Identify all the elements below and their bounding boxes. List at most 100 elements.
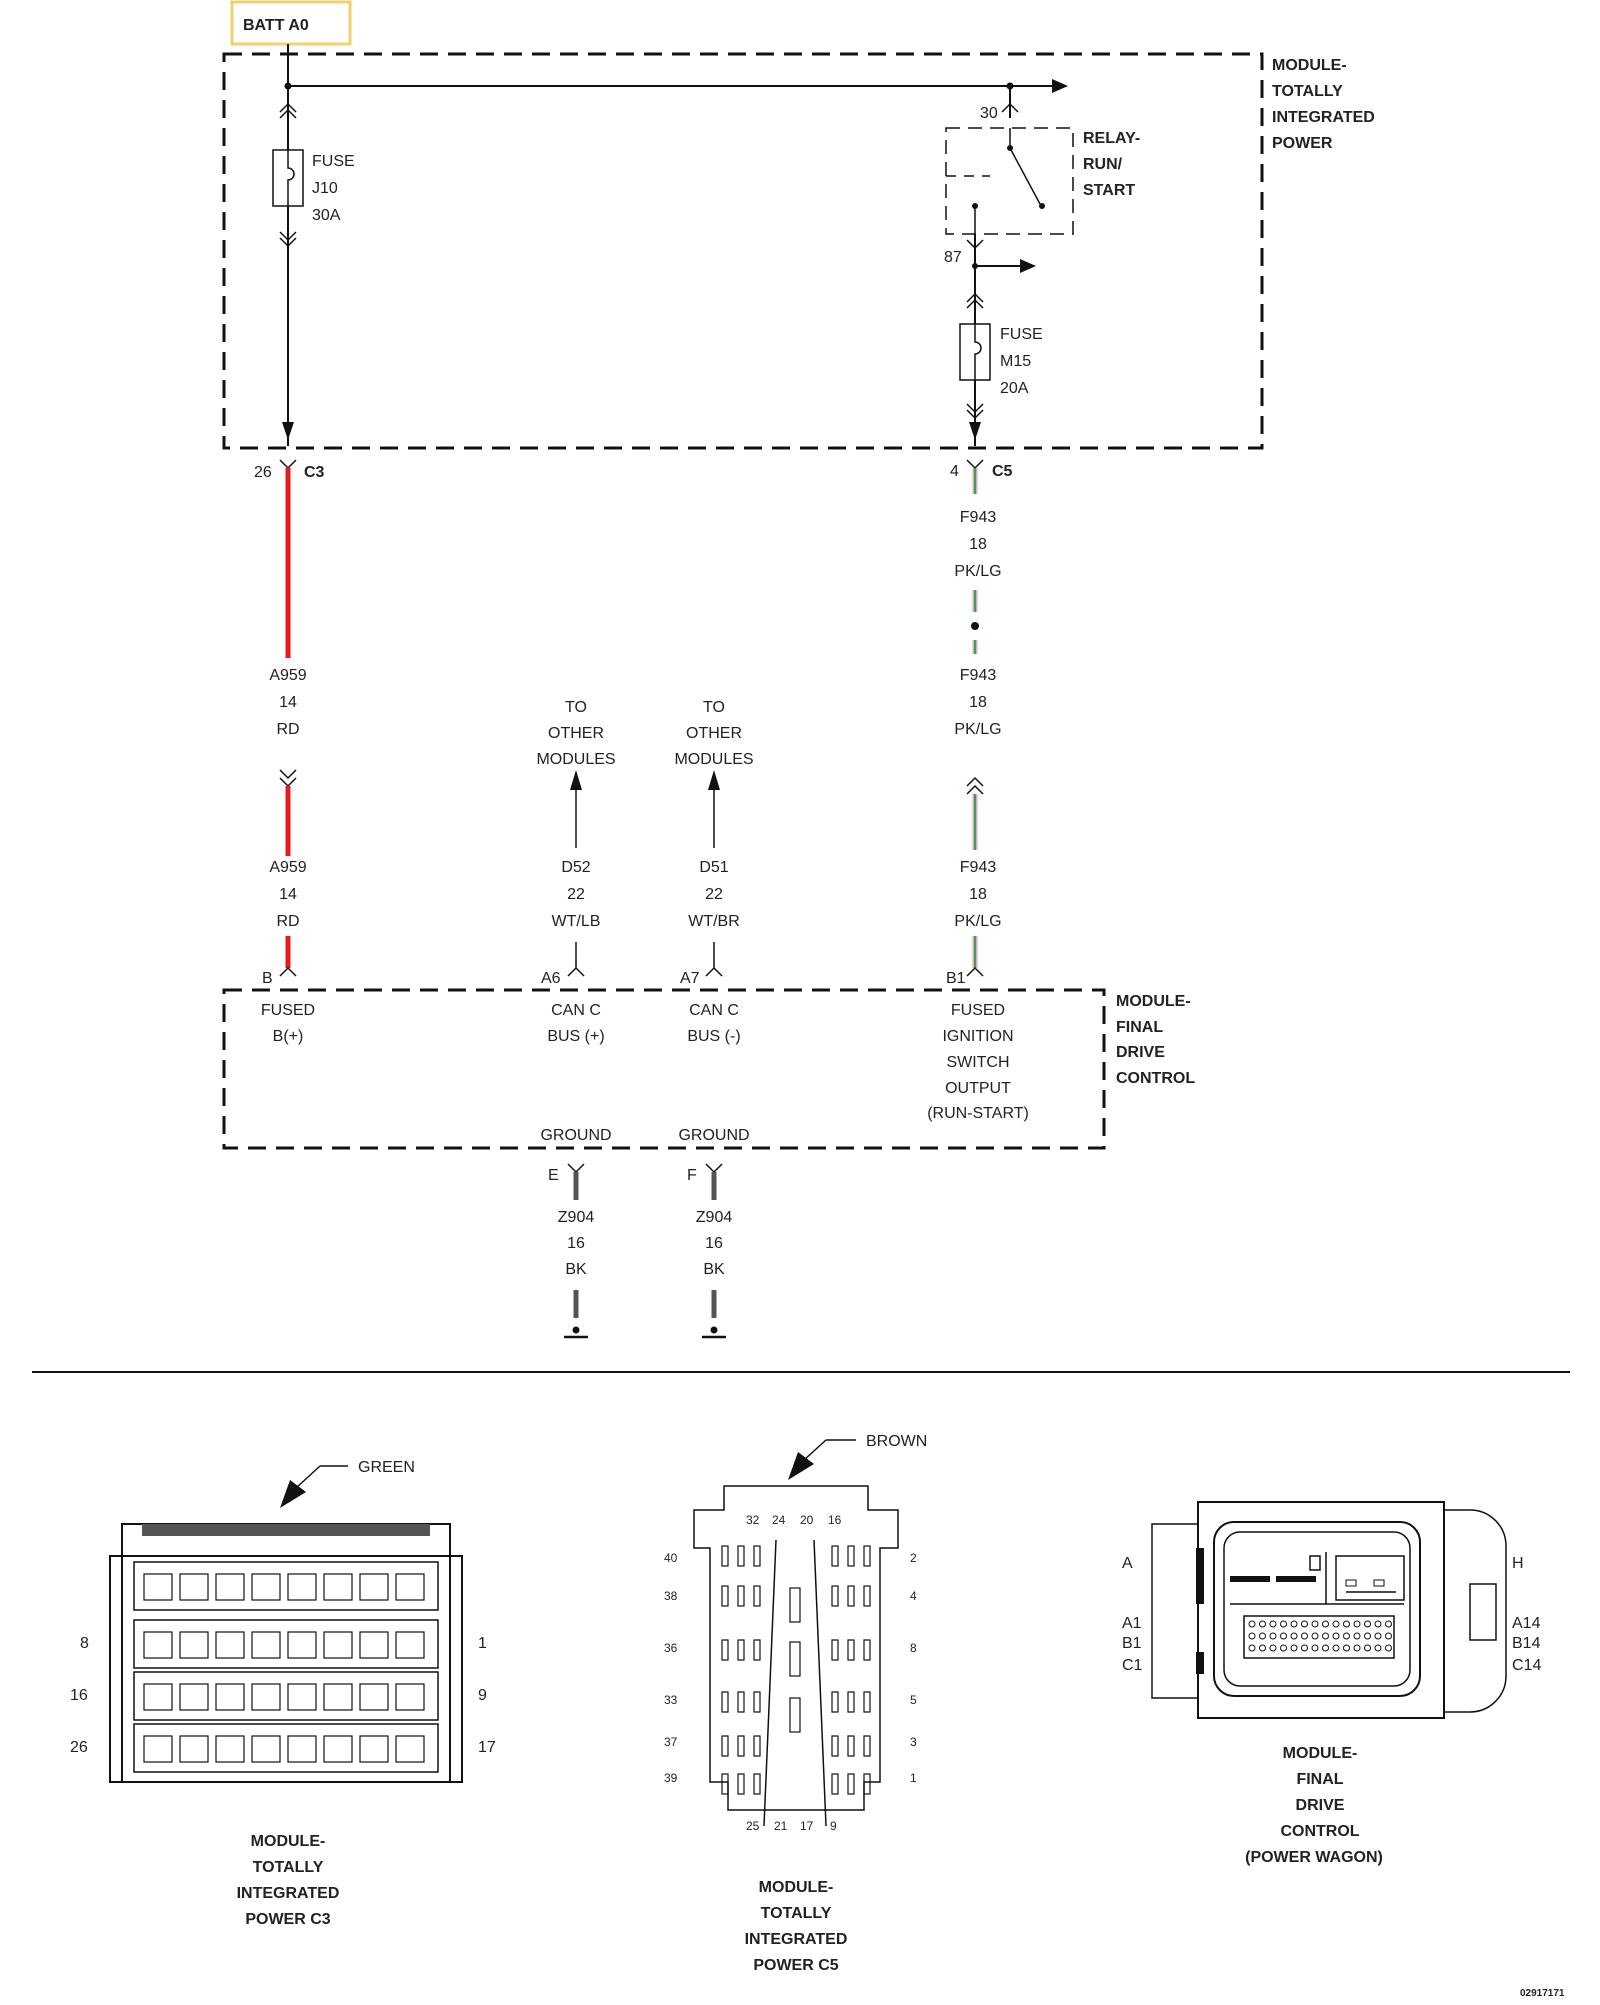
- wire-d52-label: D52 22 WT/LB: [552, 859, 601, 930]
- fdc-pin-b: B FUSED B(+): [261, 970, 315, 1045]
- relay-run-start: [945, 127, 1074, 235]
- svg-text:36: 36: [664, 1641, 678, 1655]
- svg-text:TOTALLY: TOTALLY: [253, 1859, 324, 1876]
- svg-text:FINAL: FINAL: [1116, 1019, 1163, 1036]
- svg-text:RD: RD: [276, 913, 299, 930]
- svg-text:MODULE-: MODULE-: [1283, 1745, 1358, 1762]
- svg-text:A7: A7: [680, 970, 700, 987]
- svg-text:8: 8: [910, 1641, 917, 1655]
- svg-text:A: A: [1122, 1555, 1133, 1572]
- svg-text:START: START: [1083, 182, 1135, 199]
- fdc-pin-a7: A7 CAN C BUS (-): [680, 970, 741, 1045]
- fuse-j10-label: FUSE J10 30A: [312, 153, 355, 224]
- svg-text:TOTALLY: TOTALLY: [1272, 83, 1343, 100]
- svg-text:PK/LG: PK/LG: [954, 721, 1001, 738]
- svg-text:FUSED: FUSED: [951, 1002, 1005, 1019]
- svg-text:BUS (-): BUS (-): [687, 1028, 740, 1045]
- svg-text:B: B: [262, 970, 273, 987]
- fdc-module-label: MODULE- FINAL DRIVE CONTROL: [1116, 993, 1195, 1087]
- svg-text:IGNITION: IGNITION: [942, 1028, 1013, 1045]
- connector-c3: 26 C3: [254, 459, 325, 481]
- svg-text:GROUND: GROUND: [540, 1127, 611, 1144]
- svg-text:5: 5: [910, 1693, 917, 1707]
- svg-text:9: 9: [478, 1687, 487, 1704]
- batt-label-box: [230, 0, 352, 46]
- svg-text:F943: F943: [960, 859, 997, 876]
- svg-text:39: 39: [664, 1771, 678, 1785]
- svg-text:B1: B1: [1122, 1635, 1142, 1652]
- tip-module-boundary: [222, 52, 1264, 450]
- svg-text:F943: F943: [960, 667, 997, 684]
- wire-f943-label-3: F943 18 PK/LG: [954, 859, 1001, 930]
- svg-text:SWITCH: SWITCH: [946, 1054, 1009, 1071]
- wire-d52: [567, 770, 585, 977]
- svg-text:B1: B1: [946, 970, 966, 987]
- svg-text:20A: 20A: [1000, 380, 1029, 397]
- svg-text:17: 17: [800, 1819, 814, 1833]
- wire-z904-e-label: Z904 16 BK: [558, 1209, 595, 1278]
- svg-text:4: 4: [910, 1589, 917, 1603]
- fuse-m15-label: FUSE M15 20A: [1000, 326, 1043, 397]
- svg-text:DRIVE: DRIVE: [1296, 1797, 1345, 1814]
- connector-c5: 4 C5: [950, 459, 1013, 480]
- svg-text:FUSE: FUSE: [1000, 326, 1043, 343]
- wire-d51: [705, 770, 723, 977]
- svg-text:MODULE-: MODULE-: [1116, 993, 1191, 1010]
- svg-text:PK/LG: PK/LG: [954, 913, 1001, 930]
- wire-f943-label-2: F943 18 PK/LG: [954, 667, 1001, 738]
- svg-text:MODULE-: MODULE-: [251, 1833, 326, 1850]
- svg-text:MODULES: MODULES: [536, 751, 615, 768]
- svg-text:C1: C1: [1122, 1657, 1143, 1674]
- svg-text:8: 8: [80, 1635, 89, 1652]
- connector-view-fdc: [1151, 1501, 1507, 1719]
- svg-text:26: 26: [70, 1739, 88, 1756]
- batt-label: BATT A0: [243, 17, 309, 34]
- svg-text:21: 21: [774, 1819, 788, 1833]
- svg-text:BK: BK: [565, 1261, 587, 1278]
- wire-a959: [279, 468, 297, 977]
- svg-text:16: 16: [828, 1513, 842, 1527]
- svg-text:3: 3: [910, 1735, 917, 1749]
- svg-text:FUSE: FUSE: [312, 153, 355, 170]
- document-id: 02917171: [1520, 1988, 1565, 1999]
- svg-text:POWER: POWER: [1272, 135, 1333, 152]
- wire-f943-label-1: F943 18 PK/LG: [954, 509, 1001, 580]
- svg-text:PK/LG: PK/LG: [954, 563, 1001, 580]
- svg-text:OTHER: OTHER: [686, 725, 742, 742]
- svg-text:C5: C5: [992, 463, 1013, 480]
- svg-text:16: 16: [567, 1235, 585, 1252]
- arrow-right-icon: [1020, 259, 1036, 273]
- svg-text:BUS (+): BUS (+): [547, 1028, 604, 1045]
- svg-text:A959: A959: [269, 667, 306, 684]
- svg-text:RD: RD: [276, 721, 299, 738]
- svg-text:MODULE-: MODULE-: [1272, 57, 1347, 74]
- arrow-down-left-icon: [280, 1480, 306, 1508]
- svg-text:16: 16: [70, 1687, 88, 1704]
- wire-z904-f-label: Z904 16 BK: [696, 1209, 733, 1278]
- svg-text:18: 18: [969, 536, 987, 553]
- svg-text:A1: A1: [1122, 1615, 1142, 1632]
- svg-text:C14: C14: [1512, 1657, 1541, 1674]
- ground-e: GROUND E: [540, 1127, 612, 1339]
- svg-text:22: 22: [705, 886, 723, 903]
- svg-text:16: 16: [705, 1235, 723, 1252]
- svg-text:A14: A14: [1512, 1615, 1541, 1632]
- svg-text:POWER C3: POWER C3: [245, 1911, 330, 1928]
- to-other-modules-d51: TO OTHER MODULES: [674, 699, 753, 768]
- svg-text:M15: M15: [1000, 353, 1031, 370]
- svg-text:33: 33: [664, 1693, 678, 1707]
- svg-text:C3: C3: [304, 464, 325, 481]
- connector-view-fdc-labels: A A1 B1 C1 H A14 B14 C14 MODULE- FINAL D…: [1122, 1555, 1541, 1866]
- svg-text:RUN/: RUN/: [1083, 156, 1123, 173]
- svg-text:MODULE-: MODULE-: [759, 1879, 834, 1896]
- fdc-pin-a6: A6 CAN C BUS (+): [541, 970, 605, 1045]
- svg-text:30A: 30A: [312, 207, 341, 224]
- connector-view-c3: [109, 1465, 463, 1783]
- fdc-pin-b1: B1 FUSED IGNITION SWITCH OUTPUT (RUN-STA…: [927, 970, 1029, 1122]
- svg-text:37: 37: [664, 1735, 678, 1749]
- svg-text:(RUN-START): (RUN-START): [927, 1105, 1029, 1122]
- to-other-modules-d52: TO OTHER MODULES: [536, 699, 615, 768]
- svg-text:MODULES: MODULES: [674, 751, 753, 768]
- svg-text:Z904: Z904: [558, 1209, 595, 1226]
